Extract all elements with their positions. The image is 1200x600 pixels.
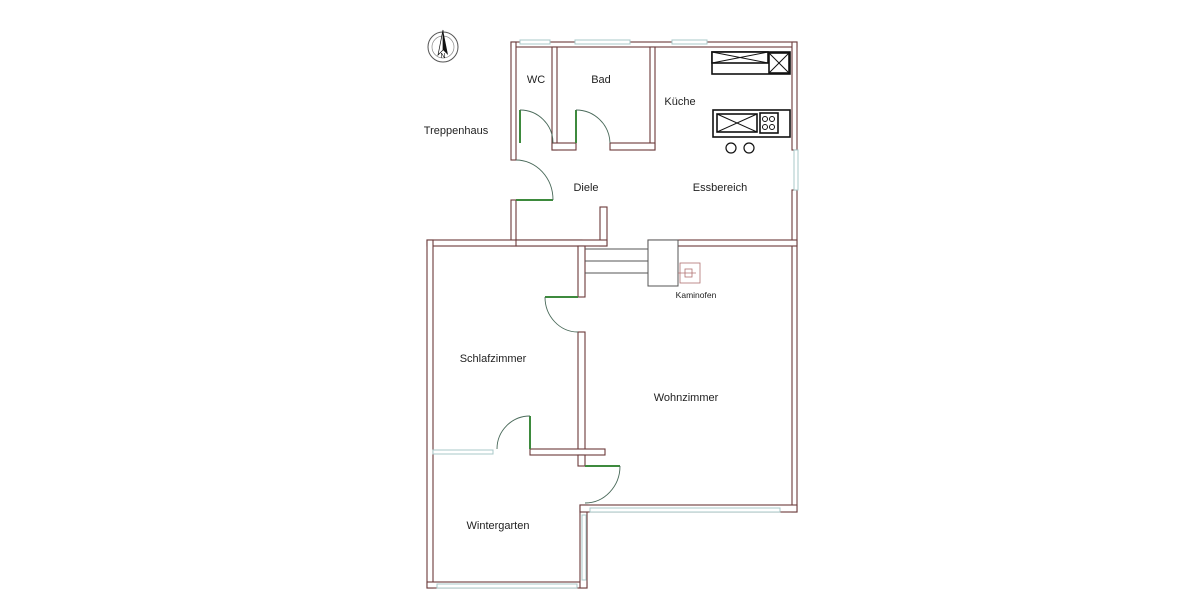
label-kueche: Küche [664, 96, 695, 108]
compass-icon: N [427, 29, 459, 63]
label-wc: WC [527, 74, 545, 86]
doors [496, 109, 621, 504]
label-treppenhaus: Treppenhaus [424, 125, 489, 137]
kitchen-counter [711, 51, 791, 75]
label-wintergarten: Wintergarten [467, 520, 530, 532]
label-bad: Bad [591, 74, 611, 86]
chimney [585, 239, 701, 287]
label-wohnzimmer: Wohnzimmer [654, 392, 719, 404]
label-diele: Diele [573, 182, 598, 194]
label-kaminofen: Kaminofen [676, 290, 717, 300]
label-schlafzimmer: Schlafzimmer [460, 353, 527, 365]
compass-label: N [440, 53, 445, 60]
stools [725, 142, 755, 154]
windows [432, 39, 799, 589]
stove-counter [712, 109, 791, 138]
room-labels: Treppenhaus WC Bad Küche Diele Essbereic… [424, 74, 747, 532]
label-essbereich: Essbereich [693, 182, 747, 194]
